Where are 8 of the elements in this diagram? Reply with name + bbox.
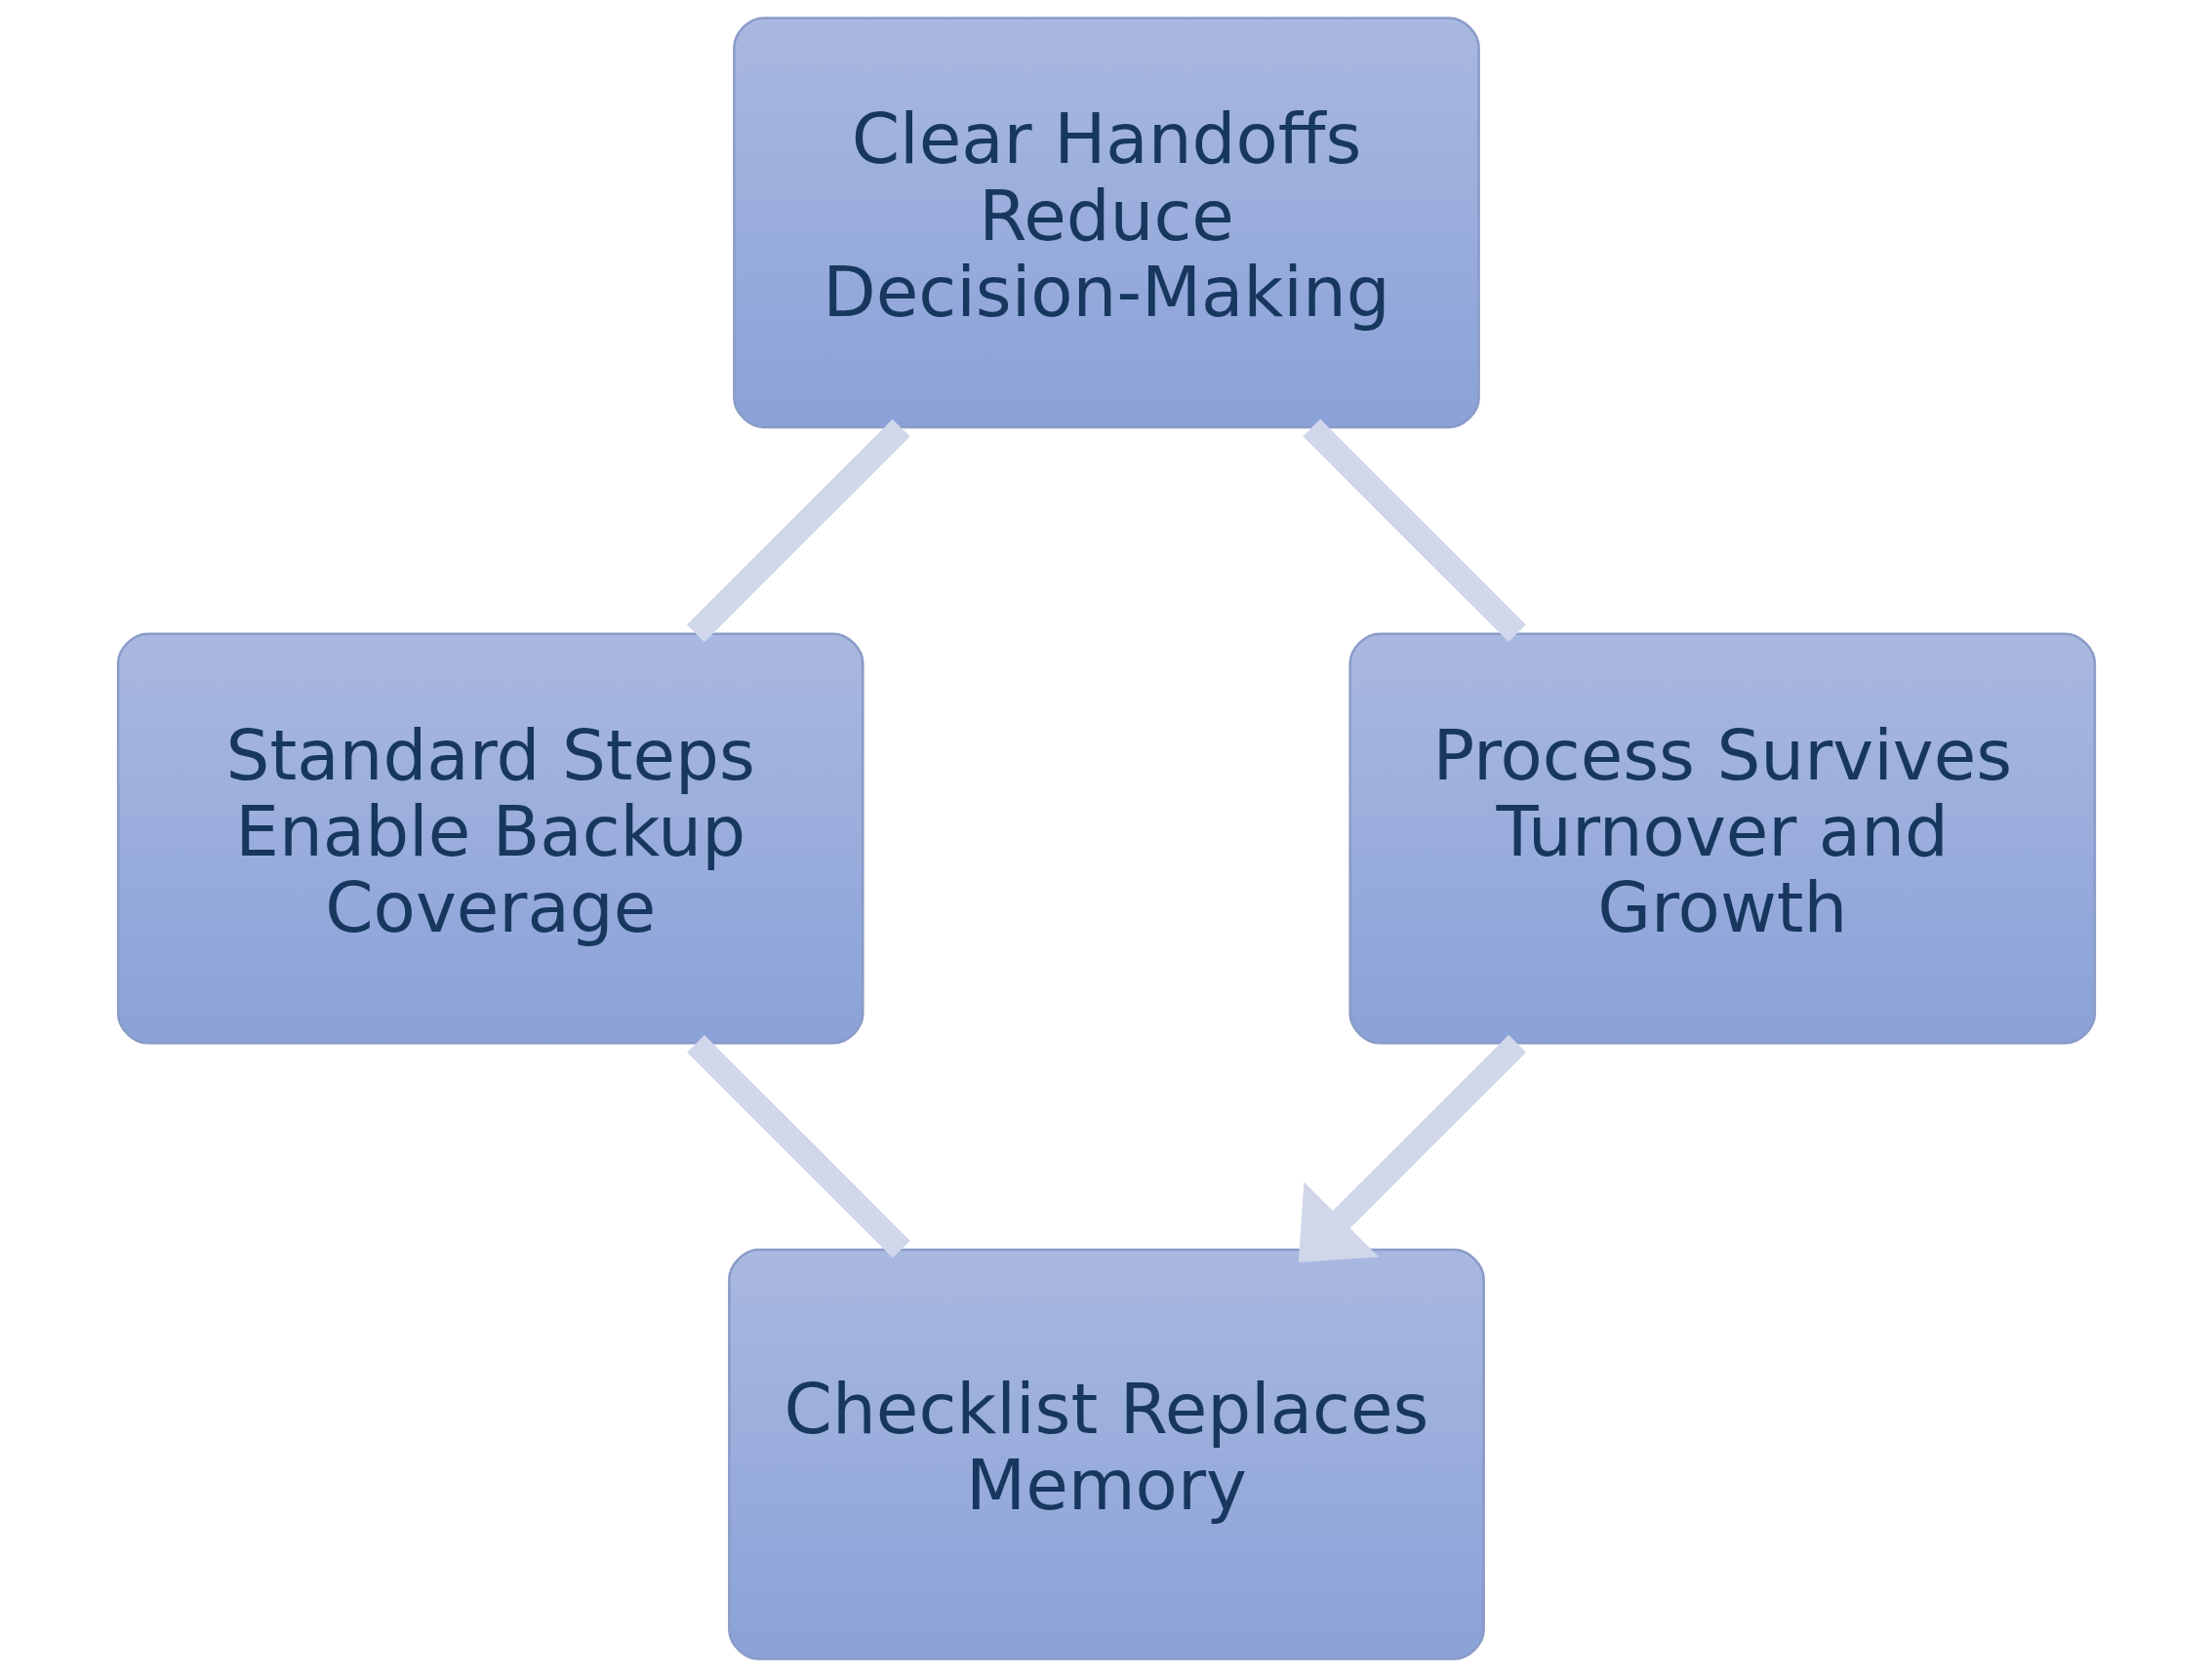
node-box: Process Survives Turnover and Growth xyxy=(1347,632,2096,1045)
node-box: Standard Steps Enable Backup Coverage xyxy=(116,632,865,1045)
node-box: Clear Handoffs Reduce Decision-Making xyxy=(732,17,1480,429)
arrow xyxy=(1298,1034,1526,1262)
connector xyxy=(1302,419,1526,643)
connector xyxy=(686,419,910,643)
node-box: Checklist Replaces Memory xyxy=(727,1248,1485,1660)
connector xyxy=(686,1034,910,1258)
